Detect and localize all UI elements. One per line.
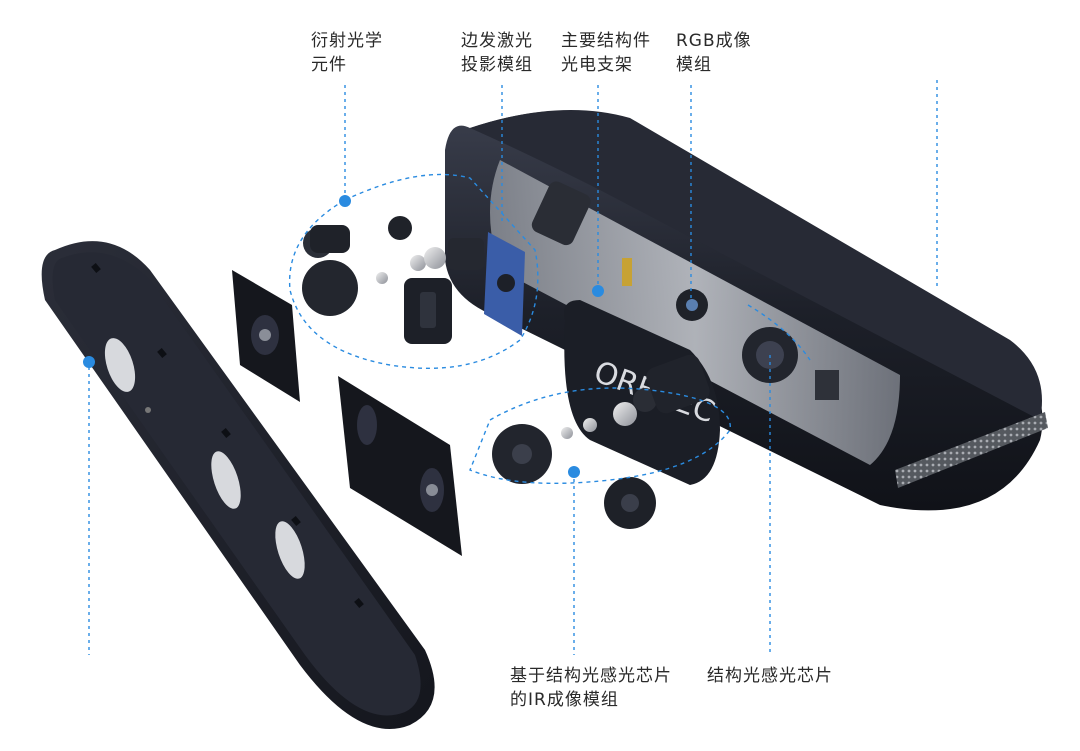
sensor-board-upper <box>232 270 300 402</box>
ir-module-parts: ORBBEC <box>492 300 720 529</box>
laser-projector-parts <box>302 216 525 344</box>
sensor-board-lower <box>338 376 462 556</box>
group-outlines <box>288 173 811 485</box>
leader-lines <box>88 80 938 655</box>
label-edge-laser-projector: 边发激光 投影模组 <box>461 31 533 75</box>
callout-dots <box>83 195 604 478</box>
main-housing <box>445 110 1048 511</box>
label-optoelectronic-bracket: 主要结构件 光电支架 <box>561 31 651 75</box>
label-diffractive-optics: 衍射光学 元件 <box>311 31 383 75</box>
front-cover <box>41 241 435 730</box>
label-sensor-chip: 结构光感光芯片 <box>707 666 833 686</box>
label-ir-module: 基于结构光感光芯片 的IR成像模组 <box>510 666 672 710</box>
label-rgb-module: RGB成像 模组 <box>676 31 752 75</box>
